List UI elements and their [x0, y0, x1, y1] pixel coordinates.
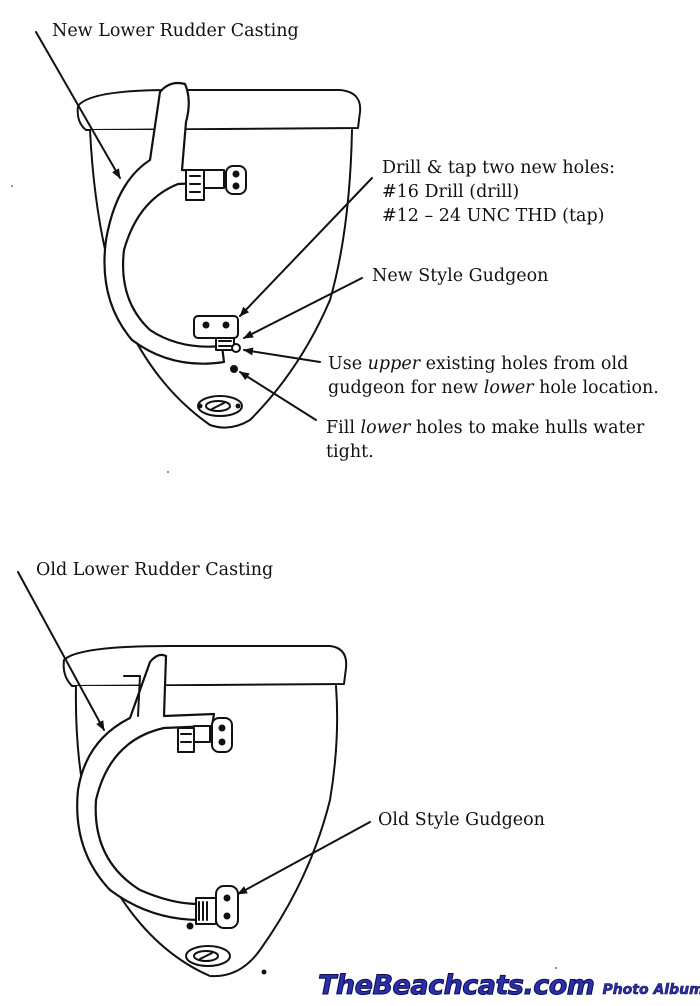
watermark-brand: TheBeachcats.com	[317, 970, 595, 1002]
top-fill-leader	[239, 371, 317, 421]
bottom-gudgeon-leader	[237, 821, 371, 895]
top-new-gudgeon	[193, 315, 241, 373]
use-upper-holes-line1: Use upper existing holes from old	[328, 354, 629, 374]
bottom-casting-leader	[17, 571, 105, 731]
watermark-logo: TheBeachcats.com Photo Albums	[317, 970, 700, 1002]
bottom-old-gudgeon	[195, 885, 239, 929]
top-casting-leader	[35, 31, 121, 179]
top-drill-leader	[239, 177, 373, 317]
drill-label-line3: #12 – 24 UNC THD (tap)	[382, 206, 605, 226]
drill-label-line2: #16 Drill (drill)	[382, 182, 520, 202]
top-figure	[35, 31, 373, 429]
fill-lower-holes-line1: Fill lower holes to make hulls water	[326, 418, 645, 438]
old-casting-label: Old Lower Rudder Casting	[36, 560, 274, 580]
bottom-upper-gudgeon	[177, 717, 233, 753]
top-gudgeon-leader	[243, 277, 363, 339]
top-rudder-casting	[103, 81, 228, 365]
drill-label-line1: Drill & tap two new holes:	[382, 158, 616, 178]
watermark-sub: Photo Albums	[602, 982, 700, 999]
top-upper-gudgeon	[185, 165, 247, 201]
old-gudgeon-label: Old Style Gudgeon	[378, 810, 545, 830]
fill-lower-holes-line2: tight.	[326, 442, 374, 462]
new-casting-label: New Lower Rudder Casting	[52, 21, 299, 41]
top-use-leader	[243, 347, 321, 363]
bottom-hull-cap	[62, 645, 348, 687]
use-upper-holes-line2: gudgeon for new lower hole location.	[328, 378, 659, 398]
new-gudgeon-label: New Style Gudgeon	[372, 266, 549, 286]
bottom-rudder-casting	[76, 653, 216, 922]
bottom-figure	[17, 571, 371, 978]
bottom-drain-plug	[185, 922, 267, 975]
top-drain-plug	[197, 395, 243, 417]
top-hull-cap	[76, 89, 362, 131]
